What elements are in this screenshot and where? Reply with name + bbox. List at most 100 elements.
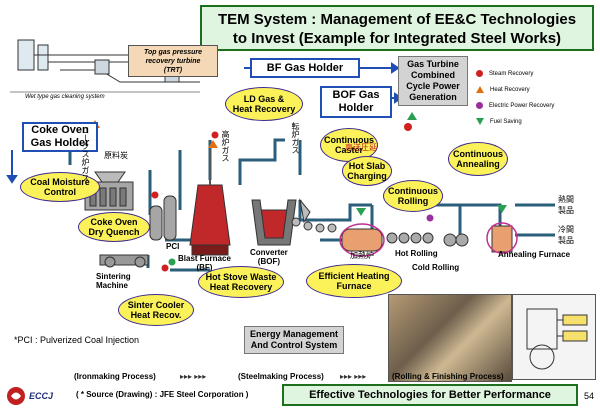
sint-label-line-1: Sintering — [96, 272, 131, 281]
hsw-line-1: Hot Stove Waste — [205, 272, 277, 282]
bf-gas-label-jp: 高炉ガス — [221, 130, 230, 162]
direct-rolling-label-jp: 直送圧延 — [345, 143, 377, 152]
coke-dry-quench: Coke Oven Dry Quench — [78, 212, 150, 242]
legend-label-heat: Heat Recovery — [490, 86, 530, 93]
coke-holder-line-1: Coke Oven — [31, 124, 89, 136]
ca-line-2: Annealing — [456, 159, 500, 169]
legend-item-heat: Heat Recovery — [476, 86, 530, 93]
bottom-banner: Effective Technologies for Better Perfor… — [282, 384, 578, 406]
legend-label-fuel: Fuel Saving — [490, 118, 522, 125]
coke-oven-gas-holder: Coke Oven Gas Holder — [22, 122, 98, 152]
title-line-1: TEM System : Management of EE&C Technolo… — [217, 11, 577, 28]
coke-oven-icon — [84, 171, 134, 211]
hsw-line-2: Heat Recovery — [209, 282, 273, 292]
blast-furnace-icon — [189, 150, 231, 256]
ld-line-1: LD Gas & — [243, 94, 285, 104]
legend-item-steam: Steam Recovery — [476, 70, 533, 77]
legend-item-power: Electric Power Recovery — [476, 102, 554, 109]
trt-label: Top gas pressure recovery turbine (TRT) — [128, 45, 218, 77]
annealing-furnace-icon — [486, 222, 518, 254]
eccj-logo-icon — [7, 387, 25, 405]
em-line-1: Energy Management — [249, 329, 339, 339]
source-note: ( * Source (Drawing) : JFE Steel Corpora… — [76, 390, 249, 399]
ehf-line-1: Efficient Heating — [318, 271, 390, 281]
bf-gas-holder-label: BF Gas Holder — [266, 61, 344, 74]
steam-recovery-icon — [476, 70, 483, 77]
hot-stove-waste-heat: Hot Stove Waste Heat Recovery — [198, 266, 284, 298]
bottom-banner-text: Effective Technologies for Better Perfor… — [309, 389, 551, 401]
furnace-schematic-icon — [526, 308, 588, 370]
sc-line-2: Heat Recov. — [130, 310, 182, 320]
eccj-logo: ECCJ — [6, 386, 53, 406]
sintering-label: Sintering Machine — [96, 272, 131, 290]
energy-management-box: Energy Management And Control System — [244, 326, 344, 354]
ld-line-2: Heat Recovery — [232, 104, 296, 114]
sc-line-1: Sinter Cooler — [127, 300, 185, 310]
gas-turbine-box: Gas Turbine Combined Cycle Power Generat… — [398, 56, 468, 106]
pci-label: PCI — [166, 242, 180, 251]
cold-product-label-jp: 冷間 製品 — [558, 225, 574, 245]
sint-label-line-2: Machine — [96, 281, 129, 290]
cold-rolling-icon — [443, 233, 469, 247]
legend-item-fuel: Fuel Saving — [476, 118, 522, 125]
coke-holder-line-2: Gas Holder — [30, 137, 90, 149]
stage-arrows-1: ▸▸▸ ▸▸▸ — [180, 372, 207, 381]
reheating-furnace-icon — [339, 223, 385, 257]
trt-line-1: Top gas pressure — [143, 49, 203, 56]
bof-line-2: Holder — [338, 102, 374, 114]
stage-ironmaking: (Ironmaking Process) — [74, 372, 156, 381]
annealing-furnace-label: Annealing Furnace — [498, 250, 571, 259]
bof-line-1: BOF Gas — [332, 89, 380, 101]
em-line-2: And Control System — [250, 340, 338, 350]
hot-rolling-label: Hot Rolling — [395, 249, 438, 258]
pci-footnote: *PCI : Pulverized Coal Injection — [14, 335, 140, 345]
reheating-label-jp: 加熱炉 — [350, 251, 374, 260]
gt-line-3: Cycle Power — [406, 81, 460, 91]
continuous-annealing: Continuous Annealing — [448, 142, 508, 176]
bof-gas-holder: BOF Gas Holder — [320, 86, 392, 118]
legend-label-steam: Steam Recovery — [489, 70, 534, 77]
bf-gas-holder: BF Gas Holder — [250, 58, 360, 78]
plant-photo-left — [388, 294, 512, 382]
fuel-saving-icon — [476, 118, 484, 125]
plant-diagram-right — [512, 294, 596, 380]
ehf-line-2: Furnace — [336, 281, 372, 291]
stage-arrows-2: ▸▸▸ ▸▸▸ — [340, 372, 367, 381]
continuous-rolling: Continuous Rolling — [383, 180, 443, 212]
bf-label-line-2: (BF) — [196, 263, 213, 272]
title-line-2: to Invest (Example for Integrated Steel … — [232, 30, 562, 47]
converter-icon — [251, 199, 297, 246]
heat-recovery-icon — [476, 86, 484, 93]
cc-line-2: Caster — [334, 145, 363, 155]
cdq-line-1: Coke Oven — [90, 217, 138, 227]
wet-gas-label: Wet type gas cleaning system — [25, 94, 105, 100]
gt-line-2: Combined — [411, 70, 455, 80]
efficient-heating-furnace: Efficient Heating Furnace — [306, 264, 402, 298]
hs-line-2: Charging — [347, 171, 387, 181]
cr-line-1: Continuous — [388, 186, 438, 196]
caster-icon — [291, 198, 337, 233]
cm-line-2: Control — [44, 187, 76, 197]
coke-gas-label-jp: コークス炉ガス — [81, 126, 90, 182]
cc-line-1: Continuous — [324, 135, 374, 145]
title-box: TEM System : Management of EE&C Technolo… — [200, 5, 594, 51]
legend: Steam Recovery Heat Recovery Electric Po… — [476, 70, 596, 150]
hot-slab-charging: Hot Slab Charging — [342, 156, 392, 186]
coal-moisture-control: Coal Moisture Control — [20, 172, 100, 202]
coal-label-jp: 原料炭 — [104, 151, 128, 160]
legend-label-power: Electric Power Recovery — [489, 102, 555, 109]
ca-line-1: Continuous — [453, 149, 503, 159]
bf-label-line-1: Blast Furnace — [178, 254, 231, 263]
hs-line-1: Hot Slab — [348, 161, 386, 171]
hot-rolling-icon — [386, 232, 434, 244]
conv-label-line-2: (BOF) — [257, 257, 280, 266]
blast-furnace-label: Blast Furnace (BF) — [178, 254, 231, 272]
cdq-line-2: Dry Quench — [88, 227, 140, 237]
trt-line-2: recovery turbine — [145, 58, 201, 65]
ld-gas-heat-recovery: LD Gas & Heat Recovery — [225, 87, 303, 121]
sintering-icon — [99, 254, 149, 268]
sinter-cooler-heat-recovery: Sinter Cooler Heat Recov. — [118, 294, 194, 326]
cold-rolling-label: Cold Rolling — [412, 263, 460, 272]
trt-line-3: (TRT) — [163, 67, 183, 74]
hot-product-label-jp: 熱間 製品 — [558, 195, 574, 215]
